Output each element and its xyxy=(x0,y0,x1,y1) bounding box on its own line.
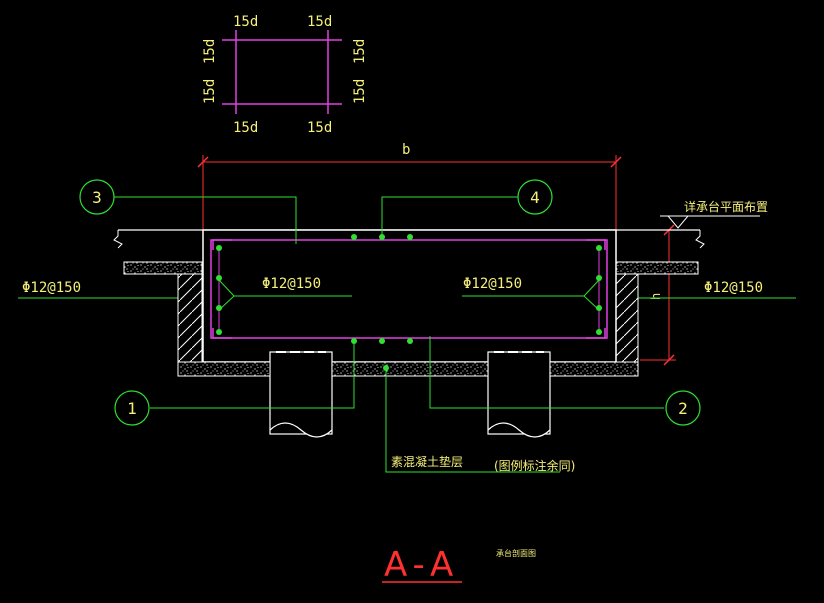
legend-note: (图例标注余同) xyxy=(494,458,575,473)
rebar-dot xyxy=(216,275,222,281)
hook-label-top-left: 15d xyxy=(233,14,258,30)
callout-2: 2 xyxy=(665,390,701,426)
callout-4: 4 xyxy=(517,179,553,215)
hook-label-right-lower: 15d xyxy=(352,79,368,104)
rebar-dot xyxy=(596,275,602,281)
rebar-dot xyxy=(351,234,357,240)
plan-reference: 详承台平面布置 xyxy=(660,199,768,229)
pile-left xyxy=(269,351,333,438)
hook-label-right-upper: 15d xyxy=(352,39,368,64)
rebar-dot xyxy=(216,305,222,311)
cushion-left-top xyxy=(123,261,203,275)
break-left xyxy=(113,230,123,249)
hook-rect xyxy=(235,39,329,105)
section-subtitle: 承台剖面图 xyxy=(496,548,536,558)
rebar-dot xyxy=(216,245,222,251)
hook-detail: 15d 15d 15d 15d 15d 15d 15d 15d xyxy=(202,14,368,136)
hook-bl xyxy=(222,103,237,114)
section-title-block: A-A 承台剖面图 xyxy=(382,545,536,585)
callout-1-label: 1 xyxy=(127,399,137,418)
section-title: A-A xyxy=(384,545,459,585)
dimension-b-label: b xyxy=(402,142,410,158)
wall-left xyxy=(177,273,203,363)
hook-tl xyxy=(222,30,237,41)
callout-2-label: 2 xyxy=(678,399,688,418)
dimension-b: b xyxy=(197,142,622,232)
rebar-label-left-inner: Φ12@150 xyxy=(262,276,321,292)
pile-right xyxy=(487,351,551,438)
callout-4-label: 4 xyxy=(530,188,540,207)
callout-3: 3 xyxy=(79,179,115,215)
hook-label-bottom-left: 15d xyxy=(233,120,258,136)
dimension-h-label: h xyxy=(649,293,663,300)
rebar-label-right-inner: Φ12@150 xyxy=(463,276,522,292)
rebar-dot xyxy=(596,245,602,251)
hook-label-left-lower: 15d xyxy=(202,79,218,104)
hook-label-left-upper: 15d xyxy=(202,39,218,64)
rebar-dot xyxy=(596,329,602,335)
rebar-dot xyxy=(216,329,222,335)
wall-right xyxy=(615,273,639,363)
rebar-dot xyxy=(407,338,413,344)
hook-label-top-right: 15d xyxy=(307,14,332,30)
break-right xyxy=(695,230,705,249)
rebar-dot xyxy=(407,234,413,240)
plan-reference-label: 详承台平面布置 xyxy=(684,199,768,214)
rebar-label-left-outer: Φ12@150 xyxy=(22,280,81,296)
rebar-cage xyxy=(210,239,608,339)
rebar-dot xyxy=(379,338,385,344)
hook-label-bottom-right: 15d xyxy=(307,120,332,136)
cushion-right-top xyxy=(615,261,699,275)
rebar-dot xyxy=(596,305,602,311)
leader-lines xyxy=(114,196,664,473)
cushion-label: 素混凝土垫层 xyxy=(391,454,463,469)
callout-3-label: 3 xyxy=(92,188,102,207)
callout-1: 1 xyxy=(114,390,150,426)
rebar-label-right-outer: Φ12@150 xyxy=(704,280,763,296)
hook-br xyxy=(327,103,342,114)
hook-tr xyxy=(327,30,342,41)
